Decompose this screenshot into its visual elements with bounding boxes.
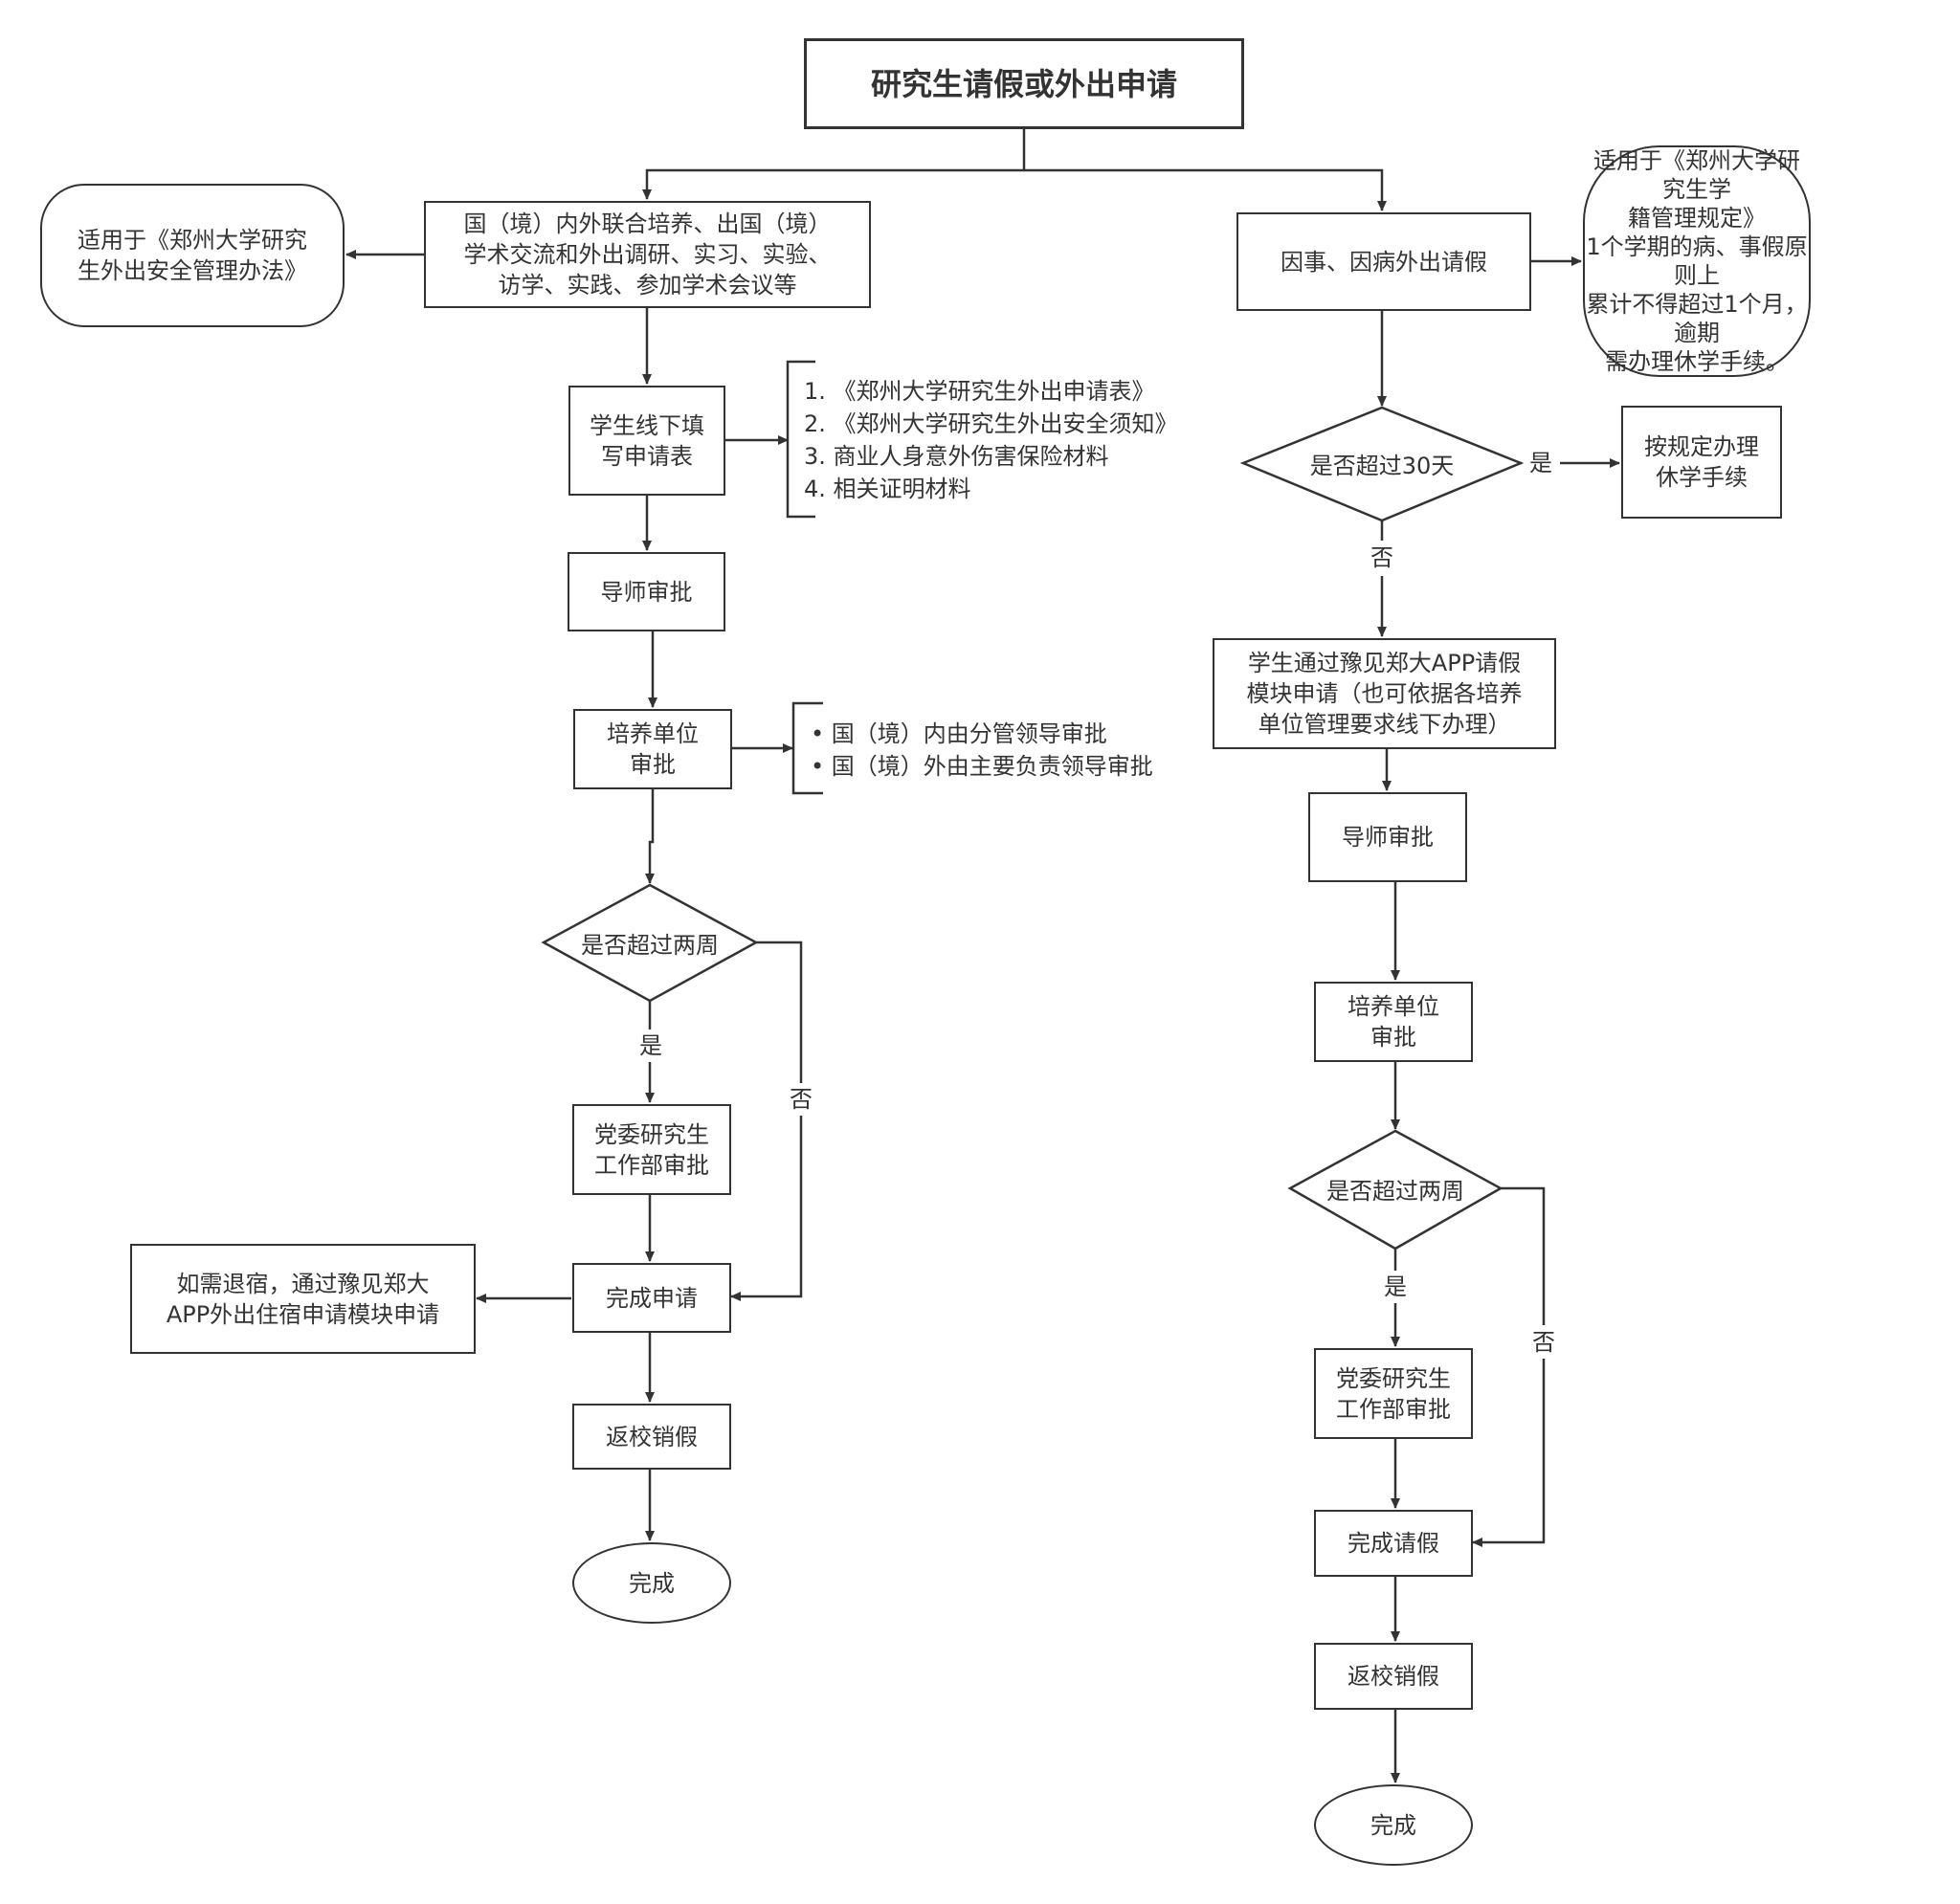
right-complete-box: 完成请假 <box>1314 1510 1473 1577</box>
right-party-box: 党委研究生 工作部审批 <box>1314 1348 1473 1439</box>
right-30-no-label: 否 <box>1370 544 1393 571</box>
connector-title-left <box>642 168 1024 200</box>
right-yes-label: 是 <box>1384 1273 1407 1300</box>
left-party-box: 党委研究生 工作部审批 <box>572 1104 731 1195</box>
left-unit-box: 培养单位 审批 <box>573 709 732 789</box>
connector-right-decision-no-lower <box>1472 1359 1546 1547</box>
bracket-left-unit-notes <box>791 701 823 795</box>
connector-left-unit-to-decision <box>645 788 655 884</box>
left-yes-label: 是 <box>639 1032 662 1059</box>
left-unit-notes: • 国（境）内由分管领导审批 • 国（境）外由主要负责领导审批 <box>811 718 1153 783</box>
left-material-item: 1. 《郑州大学研究生外出申请表》 <box>804 378 1155 405</box>
decision-right-30-days <box>1239 406 1525 522</box>
right-no-label: 否 <box>1532 1329 1555 1356</box>
connector-title-right <box>1024 168 1387 211</box>
right-tutor-box: 导师审批 <box>1308 792 1467 882</box>
page-title: 研究生请假或外出申请 <box>804 38 1244 129</box>
left-material-item: 2. 《郑州大学研究生外出安全须知》 <box>804 410 1178 437</box>
left-materials-list: 1. 《郑州大学研究生外出申请表》 2. 《郑州大学研究生外出安全须知》 3. … <box>804 375 1178 505</box>
left-return-box: 返校销假 <box>572 1404 731 1470</box>
right-done-terminal: 完成 <box>1314 1784 1473 1866</box>
right-app-request-box: 学生通过豫见郑大APP请假 模块申请（也可依据各培养 单位管理要求线下办理） <box>1213 638 1556 749</box>
right-applies-note: 适用于《郑州大学研究生学 籍管理规定》 1个学期的病、事假原则上 累计不得超过1… <box>1583 145 1811 377</box>
left-material-item: 4. 相关证明材料 <box>804 476 971 502</box>
left-done-terminal: 完成 <box>572 1542 731 1624</box>
right-return-box: 返校销假 <box>1314 1643 1473 1710</box>
connector-left-decision-no-upper <box>756 941 803 1083</box>
left-fill-form-box: 学生线下填 写申请表 <box>568 386 725 496</box>
left-dorm-note-box: 如需退宿，通过豫见郑大 APP外出住宿申请模块申请 <box>130 1244 476 1354</box>
left-tutor-box: 导师审批 <box>568 552 725 631</box>
right-30-yes-label: 是 <box>1529 450 1552 476</box>
bracket-left-materials <box>786 360 815 519</box>
right-category-box: 因事、因病外出请假 <box>1236 212 1531 311</box>
connector-left-decision-no-lower <box>730 1116 803 1301</box>
left-complete-box: 完成申请 <box>572 1263 731 1333</box>
left-no-label: 否 <box>790 1086 813 1113</box>
left-unit-note-item: • 国（境）外由主要负责领导审批 <box>811 753 1153 780</box>
decision-right-30-label: 是否超过30天 <box>1309 452 1455 479</box>
left-applies-note: 适用于《郑州大学研究 生外出安全管理办法》 <box>40 184 345 327</box>
decision-right-label: 是否超过两周 <box>1326 1177 1464 1205</box>
left-unit-note-item: • 国（境）内由分管领导审批 <box>811 720 1107 747</box>
connector-right-decision-no-upper <box>1501 1186 1546 1325</box>
right-unit-box: 培养单位 审批 <box>1314 982 1473 1062</box>
decision-left-label: 是否超过两周 <box>581 931 719 959</box>
left-material-item: 3. 商业人身意外伤害保险材料 <box>804 443 1109 470</box>
decision-left-two-weeks <box>541 883 759 1003</box>
decision-right-two-weeks <box>1287 1129 1503 1251</box>
right-suspend-box: 按规定办理 休学手续 <box>1621 406 1782 519</box>
left-category-box: 国（境）内外联合培养、出国（境） 学术交流和外出调研、实习、实验、 访学、实践、… <box>424 201 871 308</box>
